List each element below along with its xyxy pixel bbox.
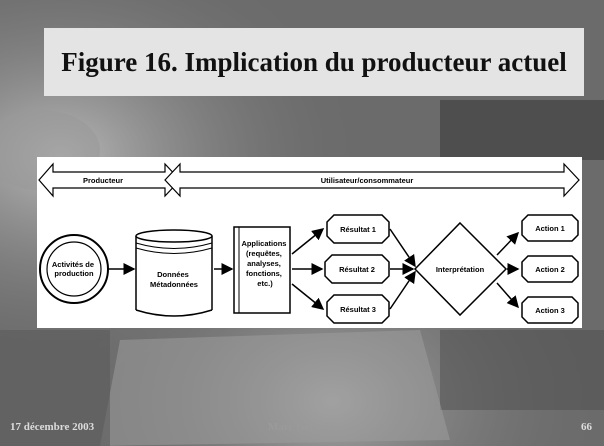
result1-node: Résultat 1 — [326, 214, 390, 244]
svg-text:Activités de productio: Activités de production — [52, 260, 96, 278]
footer-author: Marc Gervais — [268, 421, 333, 433]
activities-node: Activités de production — [39, 234, 109, 304]
svg-text:Données Métadonnées: Données Métadonnées — [150, 270, 198, 289]
interpretation-label: Interprétation — [436, 265, 485, 274]
arrow-interpretation-to-action1 — [496, 231, 520, 256]
diagram-panel: Producteur Utilisateur/consommateur Acti… — [37, 157, 582, 328]
data-node: Données Métadonnées — [135, 229, 213, 317]
action2-label: Action 2 — [535, 265, 565, 274]
flow-diagram: Producteur Utilisateur/consommateur Acti… — [38, 162, 580, 324]
action2-node: Action 2 — [521, 255, 579, 283]
action3-label: Action 3 — [535, 306, 565, 315]
result1-label: Résultat 1 — [340, 225, 376, 234]
result3-label: Résultat 3 — [340, 305, 376, 314]
arrow-interpretation-to-action3 — [496, 282, 519, 309]
applications-node: Applications (requêtes, analyses, foncti… — [233, 226, 291, 314]
result2-node: Résultat 2 — [324, 254, 390, 284]
slide-title-box: Figure 16. Implication du producteur act… — [44, 28, 584, 96]
applications-label-2: (requêtes, — [246, 249, 282, 258]
arrow-result1-to-interpretation — [389, 228, 416, 268]
interpretation-node: Interprétation — [413, 221, 508, 317]
activities-label-1: Activités de — [52, 260, 94, 269]
producer-arrow-label: Producteur — [83, 176, 123, 185]
result3-node: Résultat 3 — [326, 294, 390, 324]
applications-label-4: fonctions, — [246, 269, 282, 278]
activities-label-2: production — [54, 269, 94, 278]
arrow-applications-to-result3 — [291, 283, 325, 310]
slide-title: Figure 16. Implication du producteur act… — [61, 46, 567, 77]
svg-text:Applications (requêtes: Applications (requêtes, analyses, foncti… — [241, 239, 288, 288]
consumer-arrow-label: Utilisateur/consommateur — [321, 176, 414, 185]
applications-label-5: etc.) — [257, 279, 273, 288]
arrow-result3-to-interpretation — [389, 270, 416, 310]
action3-node: Action 3 — [521, 296, 579, 324]
applications-label-1: Applications — [241, 239, 286, 248]
data-label-1: Données — [157, 270, 189, 279]
action1-label: Action 1 — [535, 224, 565, 233]
result2-label: Résultat 2 — [339, 265, 375, 274]
footer-page-number: 66 — [581, 421, 592, 433]
consumer-arrow — [164, 162, 580, 198]
data-label-2: Métadonnées — [150, 280, 198, 289]
footer-date: 17 décembre 2003 — [10, 421, 95, 433]
action1-node: Action 1 — [521, 214, 579, 242]
applications-label-3: analyses, — [247, 259, 281, 268]
arrow-applications-to-result1 — [291, 228, 325, 255]
